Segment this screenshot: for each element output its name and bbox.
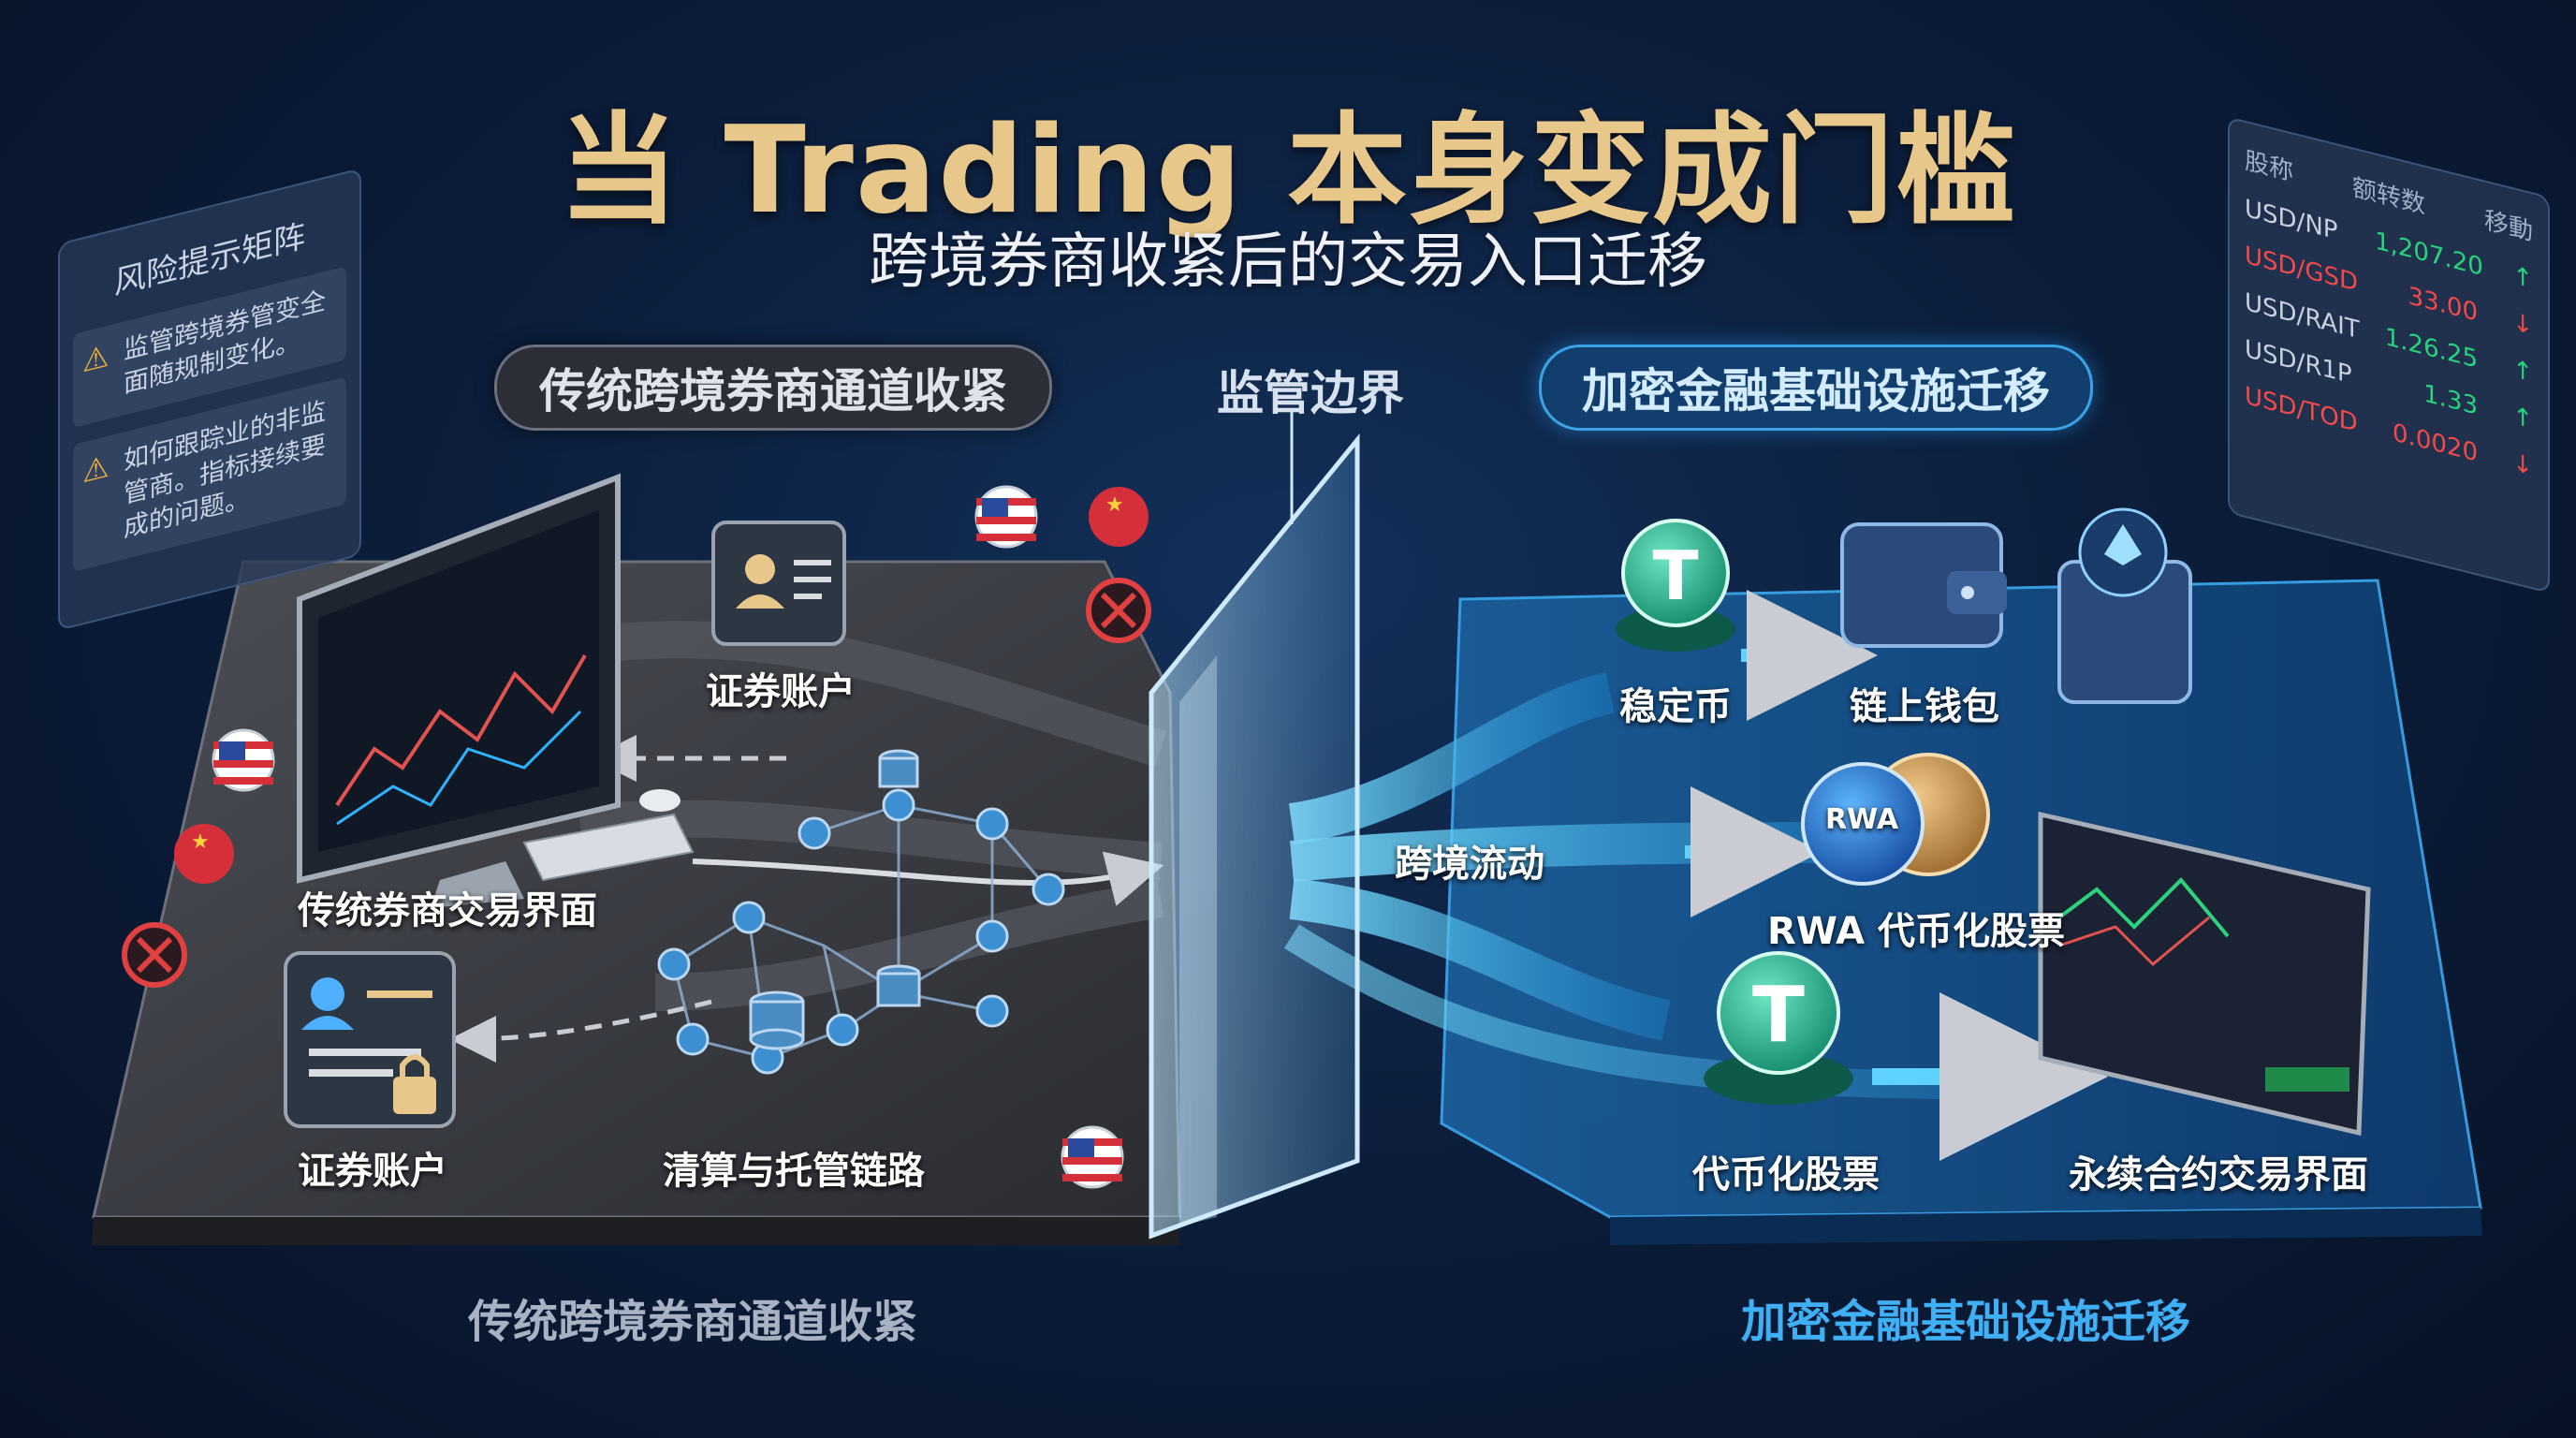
clearing-label: 清算与托管链路 [663, 1150, 925, 1193]
network-nodes [657, 788, 1065, 1075]
trading-ui-label: 传统券商交易界面 [298, 889, 597, 932]
left-section-header: 传统跨境券商通道收紧 [494, 345, 1052, 431]
database-icon [749, 749, 921, 1050]
risk-item-text: 如何跟踪业的非监管商。指标接续要成的问题。 [124, 396, 326, 544]
bottom-left-caption: 传统跨境券商通道收紧 [467, 1296, 917, 1348]
arrow-up-icon: ↑ [2512, 355, 2533, 389]
us-flag-icon [1061, 1125, 1124, 1189]
tether-coin-icon: T [1616, 519, 1735, 652]
svg-text:★: ★ [1105, 493, 1124, 517]
id-card-icon [711, 521, 846, 646]
account-top-label: 证券账户 [706, 670, 856, 713]
regulatory-glass-wall [1149, 412, 1360, 1240]
perp-ui-label: 永续合约交易界面 [2069, 1153, 2368, 1196]
svg-text:★: ★ [191, 830, 210, 854]
flow-label: 跨境流动 [1395, 843, 1544, 886]
blocked-icon [1086, 578, 1151, 643]
blocked-icon [122, 922, 187, 988]
tokenized-stock-label: 代币化股票 [1692, 1153, 1880, 1196]
stablecoin-label: 稳定币 [1619, 685, 1732, 728]
arrow-down-icon: ↓ [2512, 448, 2533, 482]
rwa-label: RWA 代币化股票 [1767, 910, 2066, 953]
perp-trading-screen [2038, 811, 2371, 1137]
account-bottom-label: 证券账户 [298, 1150, 447, 1193]
wallet-label: 链上钱包 [1850, 685, 1999, 728]
right-section-header: 加密金融基础设施迁移 [1539, 345, 2093, 431]
risk-item-text: 监管跨境券管变全面随规制变化。 [124, 286, 326, 400]
wallet-icon [1840, 522, 2007, 648]
boundary-label: 监管边界 [1217, 366, 1404, 420]
bottom-right-caption: 加密金融基础设施迁移 [1740, 1296, 2190, 1348]
china-flag-icon: ★ [174, 824, 234, 884]
rwa-coin-text: RWA [1825, 803, 1899, 836]
arrow-up-icon: ↑ [2512, 402, 2533, 435]
id-card-lock-icon [284, 951, 456, 1128]
svg-text:T: T [1752, 971, 1805, 1060]
us-flag-icon [974, 485, 1038, 549]
risk-warning-icon: ⚠ [82, 448, 110, 491]
tether-coin-icon: T [1704, 951, 1853, 1105]
arrow-down-icon: ↓ [2512, 308, 2533, 342]
page-subtitle: 跨境券商收紧后的交易入口迁移 [869, 227, 1707, 297]
china-flag-icon: ★ [1089, 487, 1149, 547]
us-flag-icon [212, 728, 275, 792]
ethereum-wallet-icon [2057, 507, 2192, 704]
page-title: 当 Trading 本身变成门槛 [558, 101, 2018, 241]
rwa-coin-icon [1801, 753, 1990, 886]
risk-warning-icon: ⚠ [82, 337, 110, 380]
svg-text:T: T [1652, 536, 1698, 615]
trading-monitor [297, 473, 695, 908]
